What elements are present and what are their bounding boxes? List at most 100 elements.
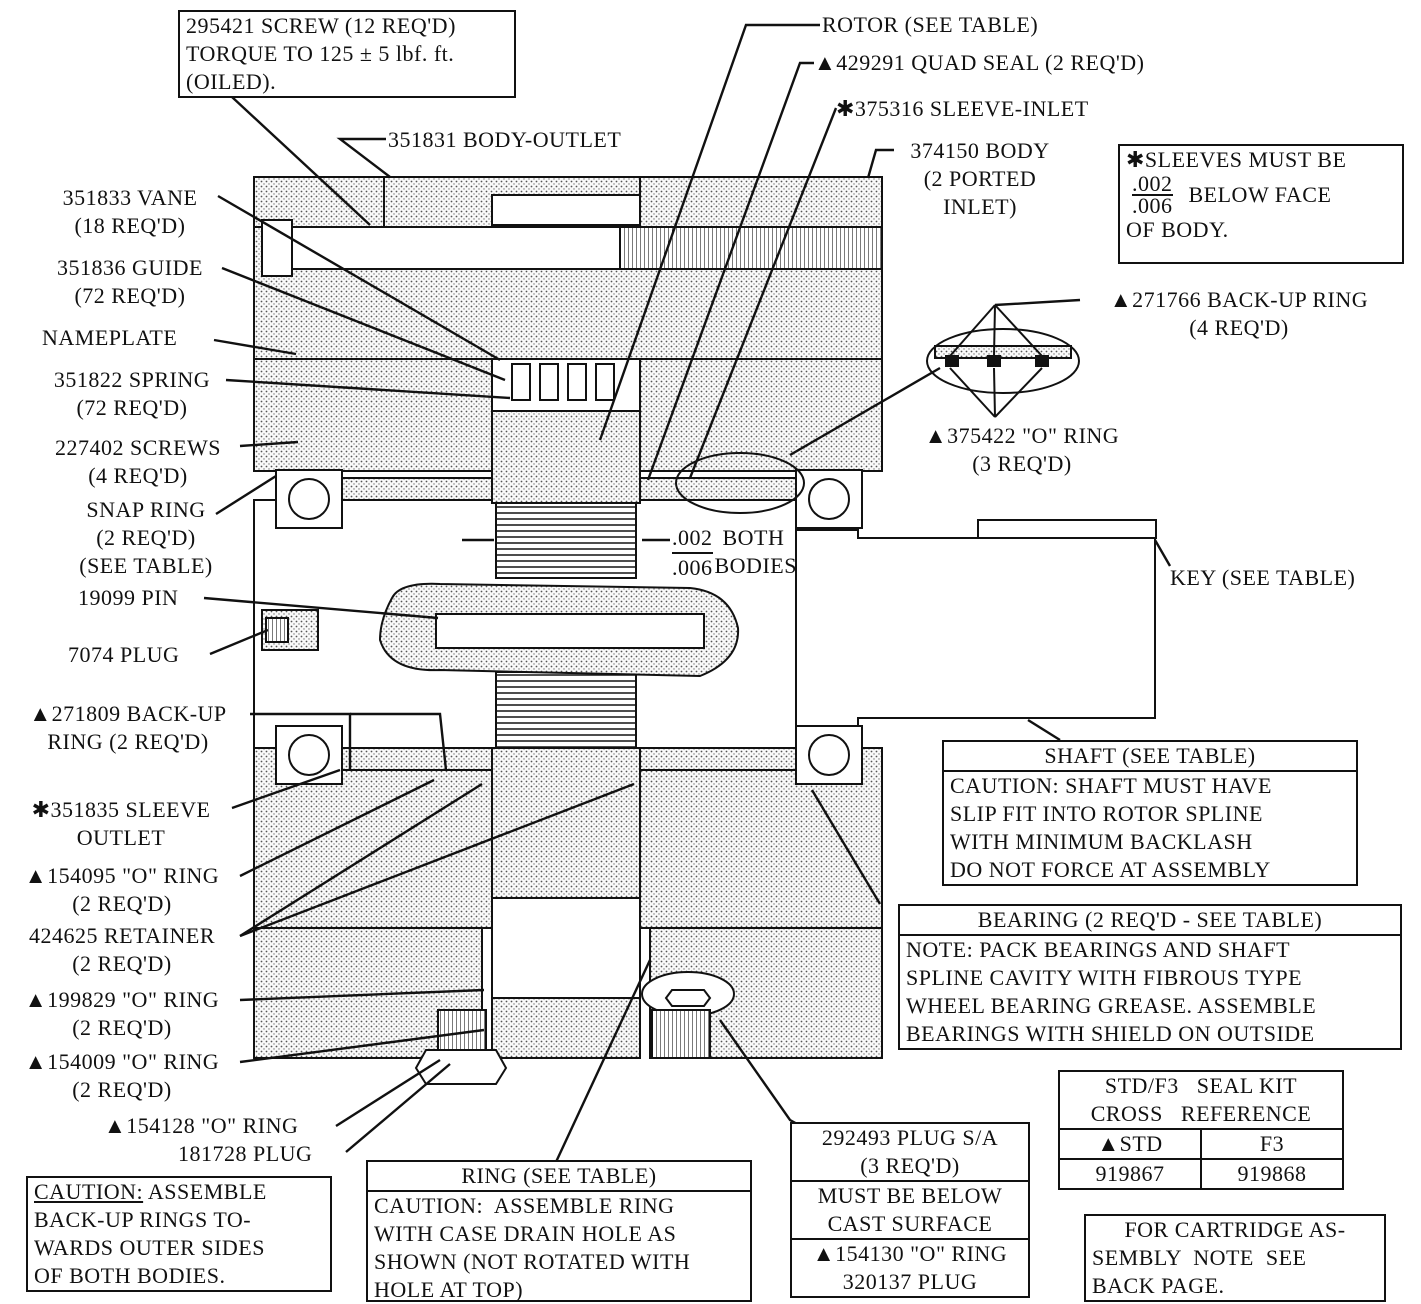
ring-callout-box: RING (SEE TABLE) CAUTION: ASSEMBLE RING …	[366, 1160, 752, 1302]
plug-callout-line-5: ▲154130 "O" RING	[812, 1241, 1008, 1266]
label-snap-ring-line-3: (SEE TABLE)	[79, 553, 213, 578]
seal-kit-val-std: 919867	[1060, 1158, 1201, 1188]
label-body-inlet: 374150 BODY (2 PORTED INLET)	[890, 137, 1070, 221]
seal-kit-col-f3: F3	[1200, 1128, 1342, 1159]
label-oring-199829-line-2: (2 REQ'D)	[72, 1015, 172, 1040]
ring-callout-line-4: HOLE AT TOP)	[374, 1277, 524, 1302]
caution-backup-line-3: WARDS OUTER SIDES	[34, 1235, 265, 1260]
label-backup-271766: ▲271766 BACK-UP RING (4 REQ'D)	[1084, 286, 1394, 342]
label-oring-154095-line-1: ▲154095 "O" RING	[24, 863, 220, 888]
sleeves-note-fraction-num: .002	[1132, 171, 1173, 196]
sleeves-note-fraction-row: .002 .006 BELOW FACE	[1120, 171, 1402, 218]
cartridge-note-line-2: SEMBLY NOTE SEE	[1092, 1245, 1307, 1270]
label-rotor: ROTOR (SEE TABLE)	[822, 12, 1039, 37]
screw-callout-box: 295421 SCREW (12 REQ'D) TORQUE TO 125 ± …	[178, 10, 516, 98]
bearing-callout-box: BEARING (2 REQ'D - SEE TABLE) NOTE: PACK…	[898, 904, 1402, 1050]
cartridge-note-line-3: BACK PAGE.	[1092, 1273, 1225, 1298]
label-plug-181728: 181728 PLUG	[178, 1141, 313, 1166]
sleeves-note-fraction: .002 .006	[1132, 171, 1173, 218]
label-clearance-den: .006	[672, 555, 713, 580]
label-clearance-text-1: BOTH	[722, 525, 785, 550]
cartridge-note-line-1: FOR CARTRIDGE AS-	[1124, 1217, 1346, 1242]
sleeves-note-fraction-den: .006	[1132, 193, 1173, 218]
label-backup-271766-line-1: ▲271766 BACK-UP RING	[1109, 287, 1369, 312]
caution-backup-word: CAUTION:	[34, 1179, 144, 1204]
label-spring-line-2: (72 REQ'D)	[76, 395, 188, 420]
ring-callout-line-2: WITH CASE DRAIN HOLE AS	[374, 1221, 677, 1246]
shaft-callout-line-1: CAUTION: SHAFT MUST HAVE	[950, 773, 1272, 798]
seal-kit-title-2: CROSS REFERENCE	[1090, 1101, 1312, 1126]
label-oring-375422-line-1: ▲375422 "O" RING	[924, 423, 1120, 448]
label-body-inlet-line-3: INLET)	[943, 194, 1017, 219]
label-sleeve-outlet: ✱351835 SLEEVE OUTLET	[8, 796, 234, 852]
label-oring-375422: ▲375422 "O" RING (3 REQ'D)	[904, 422, 1140, 478]
label-snap-ring-line-2: (2 REQ'D)	[96, 525, 196, 550]
bearing-callout-header: BEARING (2 REQ'D - SEE TABLE)	[900, 906, 1400, 936]
plug-callout-box: 292493 PLUG S/A (3 REQ'D) MUST BE BELOW …	[790, 1122, 1030, 1298]
plug-callout-line-3: MUST BE BELOW	[817, 1183, 1003, 1208]
label-snap-ring: SNAP RING (2 REQ'D) (SEE TABLE)	[56, 496, 236, 580]
label-backup-271809-line-2: RING (2 REQ'D)	[47, 729, 209, 754]
caution-backup-line-1: CAUTION: ASSEMBLE	[28, 1178, 330, 1206]
shaft-callout-line-4: DO NOT FORCE AT ASSEMBLY	[950, 857, 1271, 882]
caution-backup-line-2: BACK-UP RINGS TO-	[34, 1207, 252, 1232]
bearings	[275, 469, 863, 785]
label-sleeve-inlet: ✱375316 SLEEVE-INLET	[836, 96, 1089, 121]
caution-backup-rest: ASSEMBLE	[147, 1179, 267, 1204]
plugs	[414, 971, 735, 1085]
seal-kit-col-std: ▲STD	[1060, 1128, 1201, 1159]
label-oring-154009-line-2: (2 REQ'D)	[72, 1077, 172, 1102]
shaft-callout-line-3: WITH MINIMUM BACKLASH	[950, 829, 1253, 854]
label-guide-line-1: 351836 GUIDE	[57, 255, 203, 280]
seal-kit-box: STD/F3 SEAL KIT CROSS REFERENCE ▲STD F3 …	[1058, 1070, 1344, 1190]
plug-callout-line-4: CAST SURFACE	[827, 1211, 993, 1236]
label-sleeve-outlet-line-1: ✱351835 SLEEVE	[31, 797, 211, 822]
plug-callout-line-6: 320137 PLUG	[842, 1269, 978, 1294]
bearing-callout-line-1: NOTE: PACK BEARINGS AND SHAFT	[906, 937, 1291, 962]
label-body-outlet: 351831 BODY-OUTLET	[388, 127, 622, 152]
label-key: KEY (SEE TABLE)	[1170, 565, 1356, 590]
label-oring-199829: ▲199829 "O" RING (2 REQ'D)	[4, 986, 240, 1042]
label-screws-line-1: 227402 SCREWS	[54, 435, 222, 460]
label-oring-375422-line-2: (3 REQ'D)	[972, 451, 1072, 476]
screw-callout-line-2: TORQUE TO 125 ± 5 lbf. ft.	[186, 41, 455, 66]
label-spring: 351822 SPRING (72 REQ'D)	[34, 366, 230, 422]
seal-kit-title-1: STD/F3 SEAL KIT	[1104, 1073, 1298, 1098]
sleeves-note-line-1: ✱SLEEVES MUST BE	[1126, 147, 1347, 172]
plug-callout-mid: MUST BE BELOW CAST SURFACE	[792, 1180, 1028, 1238]
label-snap-ring-line-1: SNAP RING	[86, 497, 206, 522]
label-backup-271766-line-2: (4 REQ'D)	[1189, 315, 1289, 340]
label-clearance: .002 .006 BOTH BODIES	[672, 524, 797, 582]
label-guide: 351836 GUIDE (72 REQ'D)	[40, 254, 220, 310]
label-retainer-line-2: (2 REQ'D)	[72, 951, 172, 976]
label-body-inlet-line-1: 374150 BODY	[910, 138, 1050, 163]
ring-callout-line-1: CAUTION: ASSEMBLE RING	[374, 1193, 675, 1218]
caution-backup-line-4: OF BOTH BODIES.	[34, 1263, 226, 1288]
label-oring-154009-line-1: ▲154009 "O" RING	[24, 1049, 220, 1074]
label-vane-line-2: (18 REQ'D)	[74, 213, 186, 238]
label-retainer: 424625 RETAINER (2 REQ'D)	[4, 922, 240, 978]
shaft-callout-header: SHAFT (SEE TABLE)	[944, 742, 1356, 772]
seal-kit-value-row: 919867 919868	[1060, 1158, 1342, 1188]
label-oring-154128: ▲154128 "O" RING	[104, 1113, 299, 1138]
label-oring-154009: ▲154009 "O" RING (2 REQ'D)	[4, 1048, 240, 1104]
rotor-assembly	[491, 358, 641, 1059]
cartridge-note-box: FOR CARTRIDGE AS- SEMBLY NOTE SEE BACK P…	[1084, 1214, 1386, 1302]
bearing-callout-line-4: BEARINGS WITH SHIELD ON OUTSIDE	[906, 1021, 1315, 1046]
sleeves	[341, 477, 797, 771]
screw-callout-line-1: 295421 SCREW (12 REQ'D)	[186, 13, 456, 38]
leader-lines	[203, 23, 1172, 1163]
label-vane: 351833 VANE (18 REQ'D)	[40, 184, 220, 240]
label-body-inlet-line-2: (2 PORTED	[923, 166, 1037, 191]
caution-backup-box: CAUTION: ASSEMBLE BACK-UP RINGS TO- WARD…	[26, 1176, 332, 1292]
sleeves-note-box: ✱SLEEVES MUST BE .002 .006 BELOW FACE OF…	[1118, 144, 1404, 264]
sleeves-note-line-3: OF BODY.	[1126, 217, 1229, 242]
label-pin: 19099 PIN	[78, 585, 179, 610]
pin-cavity	[261, 582, 740, 678]
seal-kit-header-row: ▲STD F3	[1060, 1128, 1342, 1159]
bearing-callout-line-3: WHEEL BEARING GREASE. ASSEMBLE	[906, 993, 1317, 1018]
label-guide-line-2: (72 REQ'D)	[74, 283, 186, 308]
label-screws: 227402 SCREWS (4 REQ'D)	[36, 434, 240, 490]
label-oring-154095-line-2: (2 REQ'D)	[72, 891, 172, 916]
